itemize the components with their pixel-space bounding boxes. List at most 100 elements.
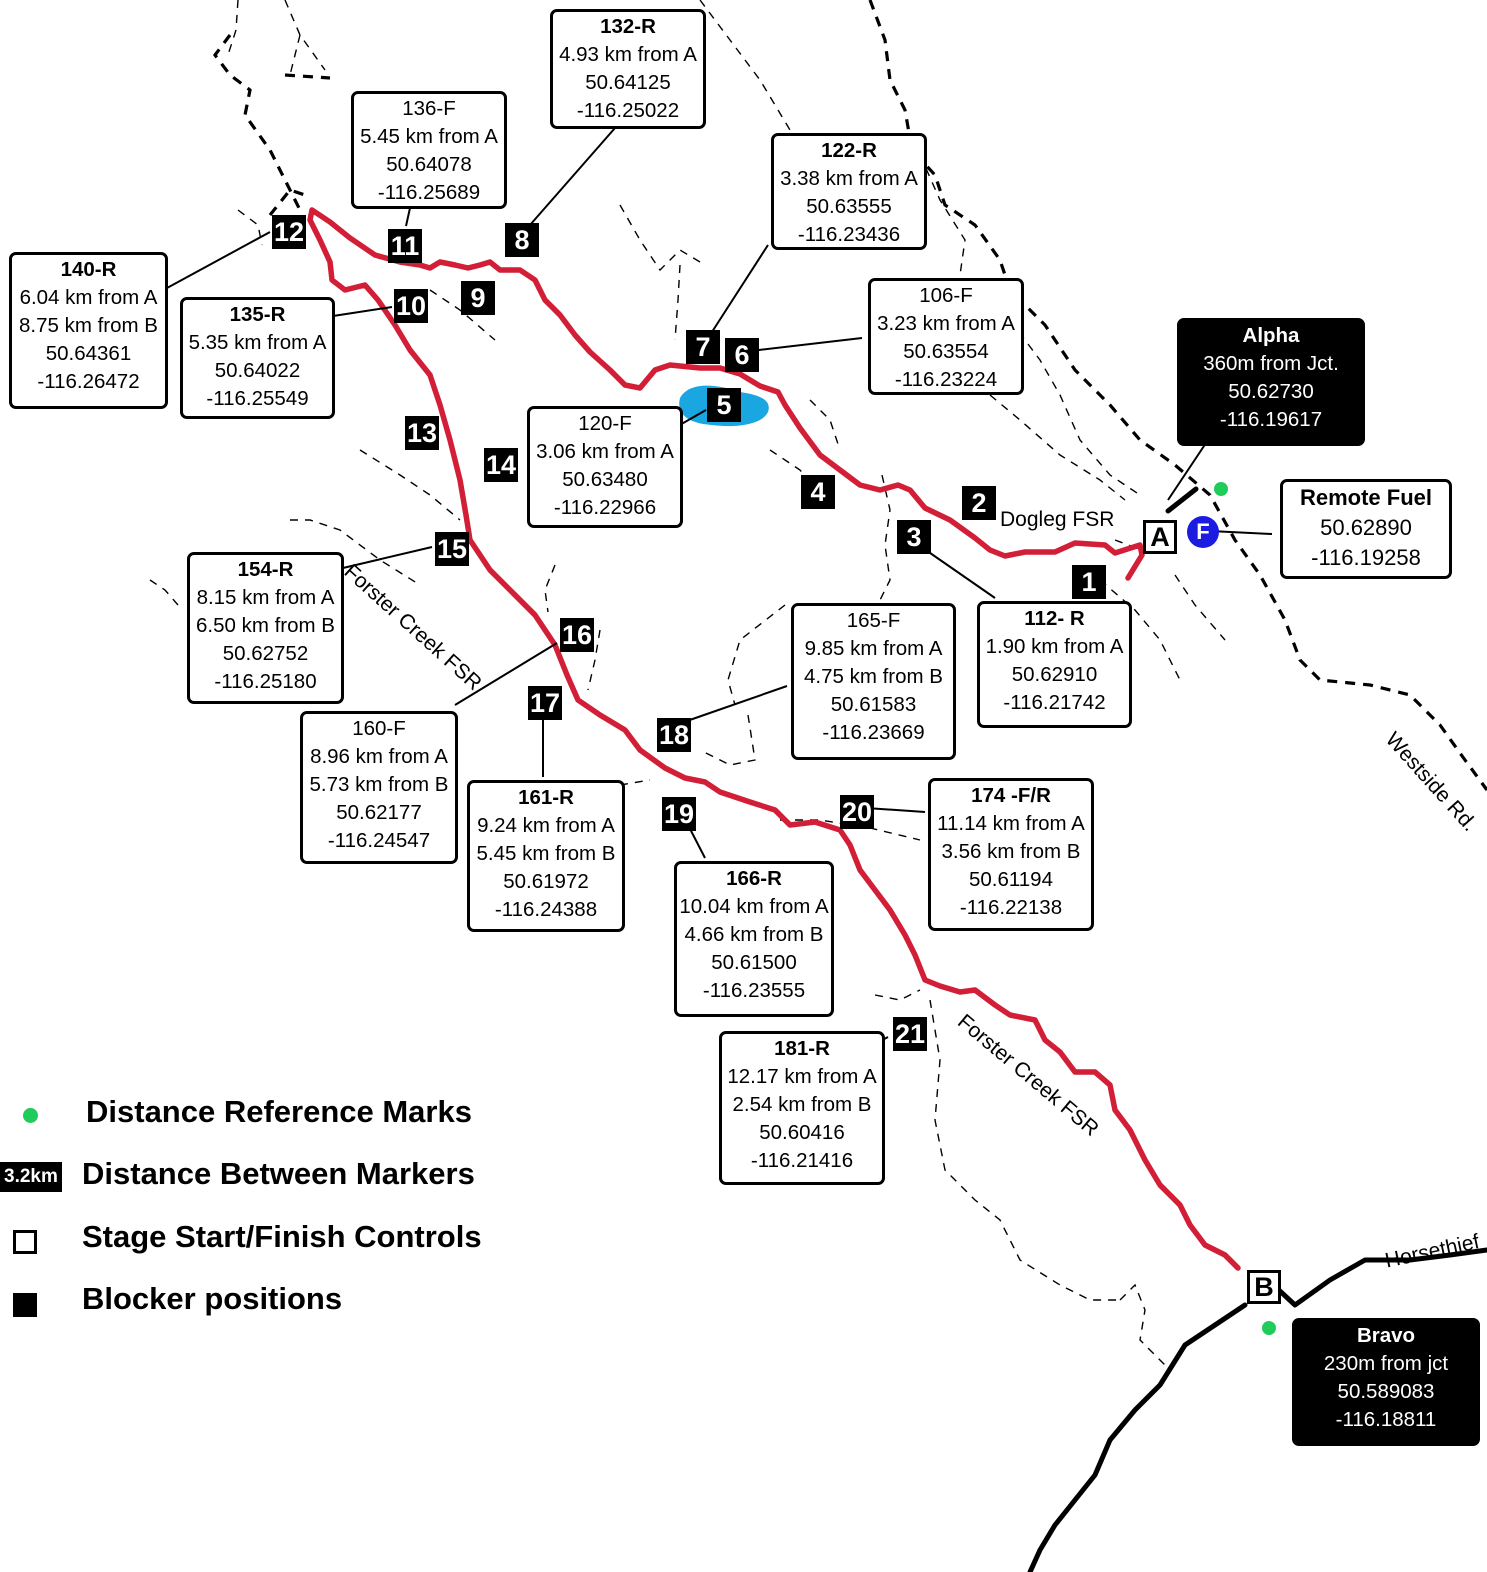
box-line: 4.66 km from B — [684, 923, 824, 946]
blocker-marker-20[interactable]: 20 — [840, 795, 874, 829]
box-line: 9.24 km from A — [477, 814, 615, 837]
blocker-marker-2[interactable]: 2 — [962, 486, 996, 520]
box-line: -116.23669 — [822, 721, 925, 744]
box-line: 5.45 km from A — [360, 125, 498, 148]
box-line: 50.62177 — [336, 801, 422, 824]
box-line: -116.23436 — [797, 223, 901, 246]
box-line: -116.25022 — [576, 99, 680, 122]
blocker-marker-16[interactable]: 16 — [560, 618, 594, 652]
box-line: -116.25689 — [377, 181, 481, 204]
box-line: -116.22966 — [553, 496, 657, 519]
box-line: -116.24388 — [494, 898, 598, 921]
remote-fuel-box: Remote Fuel 50.62890 -116.19258 — [1280, 479, 1452, 579]
box-line: 50.64022 — [214, 359, 301, 382]
box-line: 8.96 km from A — [310, 745, 448, 768]
blocker-marker-12[interactable]: 12 — [272, 215, 306, 249]
box-line: 11.14 km from A — [937, 812, 1085, 835]
box-140-r: 140-R 6.04 km from A 8.75 km from B 50.6… — [9, 252, 168, 409]
solid-roads — [1027, 486, 1487, 1572]
box-line: 4.75 km from B — [804, 665, 943, 688]
blocker-marker-9[interactable]: 9 — [461, 281, 495, 315]
box-title: Alpha — [1242, 324, 1300, 347]
box-line: 50.64078 — [386, 153, 472, 176]
box-title: 174 -F/R — [971, 784, 1051, 807]
box-106-f: 106-F 3.23 km from A 50.63554 -116.23224 — [868, 278, 1024, 395]
box-line: 50.62910 — [1011, 663, 1098, 686]
box-title: 181-R — [774, 1037, 830, 1060]
legend-ref-mark-icon — [23, 1108, 38, 1123]
box-122-r: 122-R 3.38 km from A 50.63555 -116.23436 — [771, 133, 927, 250]
stage-route — [307, 207, 1241, 1271]
box-line: 6.50 km from B — [196, 614, 335, 637]
box-line: -116.21742 — [1003, 691, 1106, 714]
blocker-marker-19[interactable]: 19 — [662, 797, 696, 831]
box-line: 3.56 km from B — [941, 840, 1081, 863]
box-line: 50.61972 — [503, 870, 589, 893]
fuel-icon[interactable]: F — [1187, 516, 1219, 548]
blocker-marker-14[interactable]: 14 — [484, 448, 518, 482]
blocker-marker-1[interactable]: 1 — [1072, 565, 1106, 599]
legend-start-finish-label: Stage Start/Finish Controls — [82, 1219, 482, 1254]
box-line: 50.61194 — [969, 868, 1053, 891]
blocker-marker-6[interactable]: 6 — [725, 338, 759, 372]
box-title: 112- R — [1024, 607, 1085, 630]
box-line: 6.04 km from A — [19, 286, 158, 309]
box-line: -116.25549 — [206, 387, 309, 410]
legend-blocker-label: Blocker positions — [82, 1281, 343, 1316]
box-title: 136-F — [402, 97, 456, 120]
box-line: 230m from jct — [1323, 1352, 1449, 1375]
box-line: 50.63480 — [562, 468, 648, 491]
blocker-marker-10[interactable]: 10 — [394, 289, 428, 323]
box-title: 161-R — [518, 786, 574, 809]
blocker-marker-15[interactable]: 15 — [435, 532, 469, 566]
box-title: 122-R — [821, 139, 877, 162]
box-line: 1.90 km from A — [985, 635, 1124, 658]
box-title: Remote Fuel — [1299, 485, 1433, 510]
bravo-box: Bravo 230m from jct 50.589083 -116.18811 — [1292, 1318, 1480, 1446]
box-line: 50.63555 — [806, 195, 892, 218]
box-181-r: 181-R 12.17 km from A 2.54 km from B 50.… — [719, 1031, 885, 1185]
box-line: -116.23555 — [702, 979, 806, 1002]
blocker-marker-3[interactable]: 3 — [897, 520, 931, 554]
control-b-icon[interactable]: B — [1247, 1270, 1281, 1304]
box-line: -116.21416 — [750, 1149, 854, 1172]
box-title: 135-R — [229, 303, 286, 326]
box-line: 3.38 km from A — [780, 167, 918, 190]
box-line: 50.62890 — [1320, 515, 1412, 540]
box-line: 8.75 km from B — [19, 314, 158, 337]
box-line: 50.64125 — [585, 71, 671, 94]
box-line: -116.25180 — [214, 670, 317, 693]
box-title: 160-F — [352, 717, 406, 740]
blocker-marker-21[interactable]: 21 — [893, 1017, 927, 1051]
box-title: 120-F — [578, 412, 632, 435]
legend-blocker-icon — [13, 1293, 37, 1317]
blocker-marker-17[interactable]: 17 — [528, 686, 562, 720]
blocker-marker-13[interactable]: 13 — [405, 416, 439, 450]
box-line: 4.93 km from A — [559, 43, 697, 66]
box-161-r: 161-R 9.24 km from A 5.45 km from B 50.6… — [467, 780, 625, 932]
box-line: -116.18811 — [1335, 1408, 1437, 1431]
legend-distance-label: Distance Between Markers — [82, 1156, 475, 1191]
box-title: 140-R — [60, 258, 117, 281]
box-line: 50.63554 — [903, 340, 989, 363]
box-165-f: 165-F 9.85 km from A 4.75 km from B 50.6… — [791, 603, 956, 760]
box-line: 5.73 km from B — [309, 773, 449, 796]
box-line: 50.62730 — [1228, 380, 1314, 403]
blocker-marker-4[interactable]: 4 — [801, 475, 835, 509]
box-line: -116.23224 — [894, 368, 998, 391]
blocker-marker-11[interactable]: 11 — [388, 229, 422, 263]
box-line: -116.22138 — [959, 896, 1063, 919]
blocker-marker-5[interactable]: 5 — [707, 388, 741, 422]
control-a-icon[interactable]: A — [1143, 520, 1177, 554]
box-line: 5.45 km from B — [476, 842, 616, 865]
box-title: 132-R — [600, 15, 656, 38]
box-line: 9.85 km from A — [804, 637, 943, 660]
blocker-marker-7[interactable]: 7 — [686, 330, 720, 364]
box-title: 154-R — [237, 558, 294, 581]
box-line: 5.35 km from A — [188, 331, 327, 354]
blocker-marker-18[interactable]: 18 — [657, 718, 691, 752]
box-136-f: 136-F 5.45 km from A 50.64078 -116.25689 — [351, 91, 507, 209]
blocker-marker-8[interactable]: 8 — [505, 223, 539, 257]
box-120-f: 120-F 3.06 km from A 50.63480 -116.22966 — [527, 406, 683, 528]
